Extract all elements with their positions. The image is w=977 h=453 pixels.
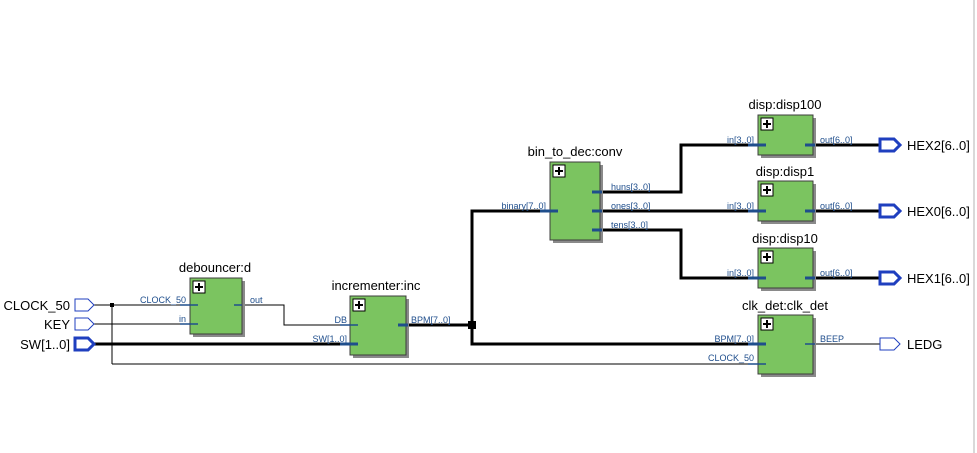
block-disp100[interactable]: disp:disp100 in[3..0] out[6..0] [727, 97, 853, 158]
block-title: disp:disp1 [756, 164, 815, 179]
port-label: CLOCK_50 [140, 295, 186, 305]
port-label: binary[7..0] [501, 201, 546, 211]
junction-clock [110, 303, 114, 307]
port-label: in[3..0] [727, 201, 754, 211]
port-label: in[3..0] [727, 268, 754, 278]
wire-debouncer-to-db [240, 304, 350, 326]
output-label-hex1: HEX1[6..0] [907, 271, 970, 286]
port-label: DB [334, 315, 347, 325]
port-label: out[6..0] [820, 135, 853, 145]
input-pin-clock[interactable] [74, 298, 95, 312]
bus-huns [597, 143, 758, 194]
block-title: clk_det:clk_det [742, 298, 828, 313]
output-pins: HEX2[6..0] HEX0[6..0] HEX1[6..0] LEDG [878, 137, 970, 352]
block-disp10[interactable]: disp:disp10 in[3..0] out[6..0] [727, 231, 853, 291]
output-pin-hex1[interactable] [878, 270, 903, 286]
port-label: out[6..0] [820, 201, 853, 211]
bus-tens [597, 228, 758, 280]
output-label-ledg: LEDG [907, 337, 942, 352]
output-pin-hex0[interactable] [878, 203, 903, 219]
port-label: ones[3..0] [611, 201, 651, 211]
block-title: debouncer:d [179, 260, 251, 275]
output-pin-hex2[interactable] [878, 137, 903, 153]
output-label-hex2: HEX2[6..0] [907, 138, 970, 153]
expand-icon[interactable] [552, 164, 566, 178]
port-label: BPM[7..0] [411, 315, 451, 325]
output-pin-ledg[interactable] [879, 337, 901, 351]
port-label: SW[1..0] [312, 334, 347, 344]
input-label-key: KEY [44, 317, 70, 332]
port-label: BPM[7..0] [714, 334, 754, 344]
port-label: huns[3..0] [611, 182, 651, 192]
input-pin-key[interactable] [74, 317, 95, 331]
port-label: out[6..0] [820, 268, 853, 278]
junction-bpm [468, 321, 476, 329]
port-label: BEEP [820, 334, 844, 344]
bus-bpm-to-binary [470, 209, 550, 325]
port-label: out [250, 295, 263, 305]
input-pin-sw[interactable] [73, 336, 97, 352]
bus-bpm-to-clkdet [470, 325, 758, 346]
input-label-clock: CLOCK_50 [4, 298, 70, 313]
wires [94, 143, 880, 365]
block-title: incrementer:inc [332, 278, 421, 293]
expand-icon[interactable] [352, 298, 366, 312]
block-title: bin_to_dec:conv [528, 144, 623, 159]
block-incrementer[interactable]: incrementer:inc DB SW[1..0] BPM[7..0] [312, 278, 451, 358]
block-title: disp:disp10 [752, 231, 818, 246]
expand-icon[interactable] [760, 317, 774, 331]
block-title: disp:disp100 [749, 97, 822, 112]
expand-icon[interactable] [192, 280, 206, 294]
expand-icon[interactable] [760, 183, 774, 197]
input-label-sw: SW[1..0] [20, 337, 70, 352]
port-label: tens[3..0] [611, 220, 648, 230]
port-label: in [179, 314, 186, 324]
block-bin-to-dec[interactable]: bin_to_dec:conv binary[7..0] huns[3..0] … [501, 144, 651, 243]
expand-icon[interactable] [760, 250, 774, 264]
output-label-hex0: HEX0[6..0] [907, 204, 970, 219]
input-pins: CLOCK_50 KEY SW[1..0] [4, 298, 97, 352]
block-disp1[interactable]: disp:disp1 in[3..0] out[6..0] [727, 164, 853, 224]
port-label: CLOCK_50 [708, 353, 754, 363]
block-clk-det[interactable]: clk_det:clk_det BPM[7..0] CLOCK_50 BEEP [708, 298, 844, 377]
expand-icon[interactable] [760, 117, 774, 131]
block-debouncer[interactable]: debouncer:d CLOCK_50 in out [140, 260, 263, 337]
port-label: in[3..0] [727, 135, 754, 145]
